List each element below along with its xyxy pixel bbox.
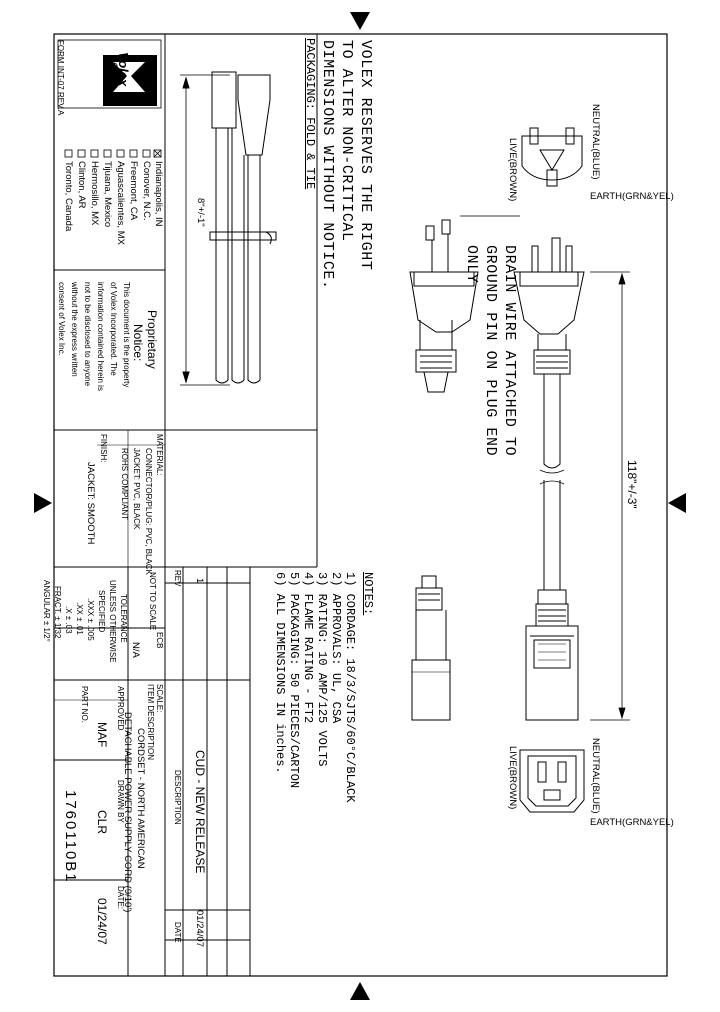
note-item: 1) CORDAGE: 18/3/SJTS/60°C/BLACK <box>343 572 357 803</box>
connector-face <box>519 749 585 813</box>
packaging-heading: PACKAGING: FOLD & TIE <box>303 38 317 190</box>
part-no-label: PART NO. <box>80 686 89 723</box>
cord-length: 118"+/-3" <box>625 460 639 509</box>
revision-date: 01/24/07 <box>194 910 205 947</box>
location-item: Aguascalientes, MX <box>115 161 126 245</box>
description-header: DESCRIPTION <box>173 770 182 825</box>
proprietary-title: Proprietary Notice: <box>131 310 159 369</box>
date-value: 01/24/07 <box>95 898 109 945</box>
drawn-by-label: DRAWN BY <box>116 780 125 823</box>
part-number: 1760110B1 <box>62 790 79 884</box>
ecb-header: ECB <box>155 632 164 649</box>
location-item: Clinton, AR <box>76 161 87 209</box>
revision-description: CUD - NEW RELEASE <box>193 750 207 874</box>
location-item: Hermosillo, MX <box>89 161 100 226</box>
note-item: 6) ALL DIMENSIONS IN inches. <box>273 572 287 774</box>
material-label: MATERIAL: <box>155 434 164 476</box>
plug-face <box>521 127 583 187</box>
proprietary-text: This document is the property of Volex I… <box>57 282 131 391</box>
top-center-mark <box>350 12 370 30</box>
approved-value: MAF <box>95 722 109 748</box>
reserve-notice: VOLEX RESERVES THE RIGHT TO ALTER NON-CR… <box>319 40 374 290</box>
connector-live-label: LIVE(BROWN) <box>507 746 518 810</box>
notes-title: NOTES: <box>361 572 375 616</box>
location-item: Conover, N.C. <box>141 161 152 221</box>
plug-side <box>409 215 520 393</box>
material-lines: CONNECTOR/PLUG: PVC, BLACK JACKET: PVC, … <box>120 448 153 575</box>
volex-logo-box <box>57 39 162 109</box>
plug-neutral-label: NEUTRAL(BLUE) <box>590 104 601 180</box>
note-item: 2) APPROVALS: UL, CSA <box>329 572 343 724</box>
bottom-center-mark <box>350 982 370 1000</box>
connector-earth-label: EARTH(GRN&YEL) <box>590 817 674 828</box>
connector-neutral-label: NEUTRAL(BLUE) <box>590 738 601 814</box>
note-item: 4) FLAME RATING - FT2 <box>301 572 315 724</box>
packaging-dimension: 8"+/-1" <box>195 198 206 227</box>
finish-value: JACKET: SMOOTH <box>85 462 96 545</box>
item-description-label: ITEM DESCRIPTION <box>146 684 155 761</box>
note-item: 5) PACKAGING: 50 PIECES/CARTON <box>287 572 301 789</box>
date-header: DATE <box>173 922 182 943</box>
right-center-mark <box>668 493 686 513</box>
division-name: CUD <box>109 62 119 88</box>
date-label: DATE: <box>116 886 125 909</box>
drawn-by-value: CLR <box>95 810 109 835</box>
location-item: Freemont, CA <box>128 161 139 221</box>
rev-header: REV <box>173 570 182 587</box>
length-dimension <box>590 271 630 721</box>
revision-number: 1 <box>194 578 205 584</box>
drawing-border <box>53 33 668 977</box>
location-item: Tijuana, Mexico <box>102 161 113 228</box>
tolerance-block: TOLERANCE UNLESS OTHERWISE SPECIFIED .XX… <box>42 580 128 663</box>
main-plug <box>513 237 585 590</box>
plug-live-label: LIVE(BROWN) <box>507 138 518 202</box>
note-item: 3) RATING: 10 AMP/125 VOLTS <box>315 572 329 767</box>
scale-field-label: SCALE: <box>155 684 164 713</box>
drain-wire-note: DRAIN WIRE ATTACHED TO GROUND PIN ON PLU… <box>463 245 518 457</box>
location-item: Indianapolis, IN <box>153 161 164 227</box>
plug-earth-label: EARTH(GRN&YEL) <box>590 191 674 202</box>
scale-note: NOT TO SCALE <box>148 572 157 631</box>
form-number: FORM INT-07 REV.A <box>56 40 65 116</box>
notes-list: 1) CORDAGE: 18/3/SJTS/60°C/BLACK 2) APPR… <box>272 572 357 803</box>
approved-label: APPROVED <box>116 686 125 731</box>
finish-label: FINISH: <box>99 434 108 463</box>
ecb-value: N/A <box>130 642 141 658</box>
connector-side <box>411 575 451 721</box>
left-center-mark <box>34 493 52 513</box>
packaging-bundle <box>180 71 277 386</box>
location-item: Toronto, Canada <box>63 161 74 232</box>
iec-connector <box>525 589 579 721</box>
